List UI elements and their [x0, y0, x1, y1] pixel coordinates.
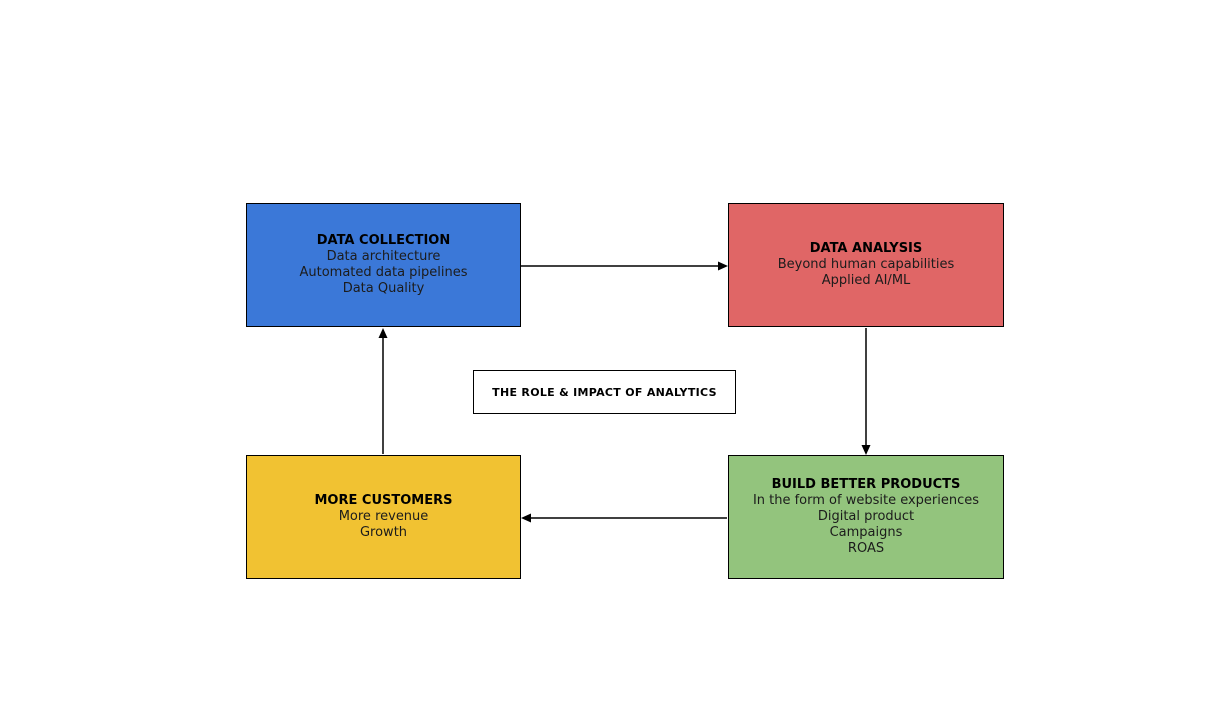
arrow-data-analysis-to-build-better-products: [861, 328, 871, 455]
node-line: Campaigns: [829, 525, 903, 540]
node-line: Data Quality: [342, 281, 425, 296]
node-line: Data architecture: [326, 249, 441, 264]
node-data-analysis: DATA ANALYSIS Beyond human capabilities …: [728, 203, 1004, 327]
node-build-better-products: BUILD BETTER PRODUCTS In the form of web…: [728, 455, 1004, 579]
node-line: Automated data pipelines: [299, 265, 468, 280]
node-title: DATA COLLECTION: [316, 233, 451, 248]
node-line: In the form of website experiences: [752, 493, 980, 508]
node-title: BUILD BETTER PRODUCTS: [771, 477, 961, 492]
node-more-customers: MORE CUSTOMERS More revenue Growth: [246, 455, 521, 579]
node-line: Growth: [359, 525, 408, 540]
node-line: More revenue: [338, 509, 429, 524]
arrow-build-better-products-to-more-customers: [521, 513, 727, 523]
arrow-more-customers-to-data-collection: [378, 328, 388, 454]
diagram-title-box: THE ROLE & IMPACT OF ANALYTICS: [473, 370, 736, 414]
node-title: DATA ANALYSIS: [809, 241, 923, 256]
node-line: Beyond human capabilities: [777, 257, 955, 272]
diagram-title: THE ROLE & IMPACT OF ANALYTICS: [492, 385, 717, 399]
node-line: ROAS: [847, 541, 885, 556]
node-data-collection: DATA COLLECTION Data architecture Automa…: [246, 203, 521, 327]
node-line: Applied AI/ML: [821, 273, 911, 288]
arrow-data-collection-to-data-analysis: [521, 261, 728, 271]
node-line: Digital product: [817, 509, 915, 524]
node-title: MORE CUSTOMERS: [314, 493, 453, 508]
